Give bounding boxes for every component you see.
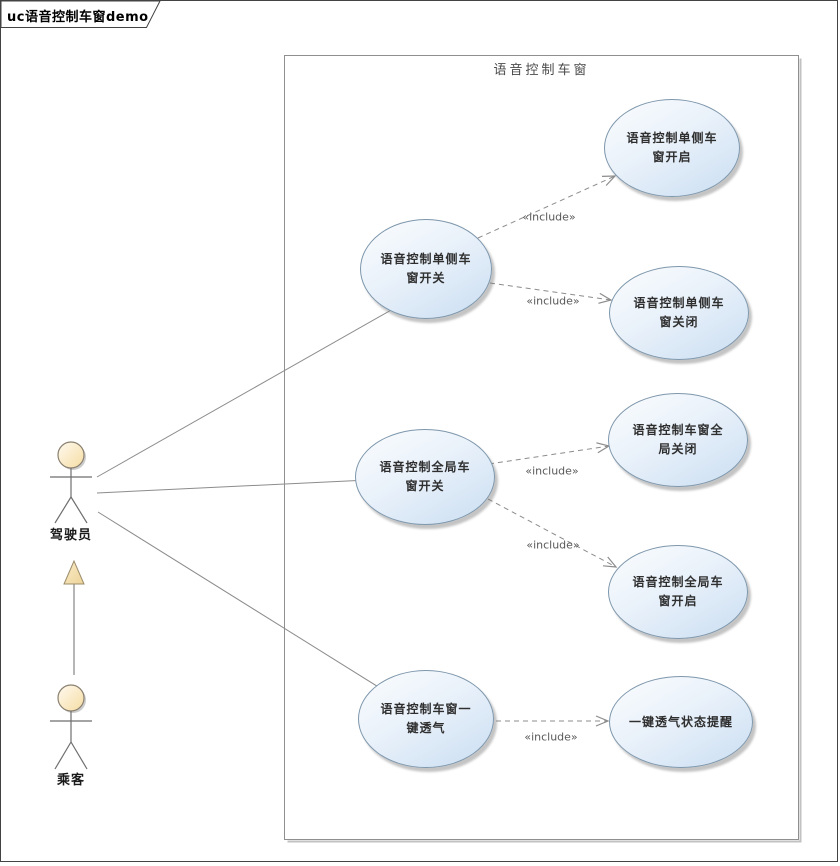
usecase-single-window-open[interactable]: 语音控制单侧车 窗开启 — [604, 99, 740, 197]
include-global-switch-open[interactable] — [487, 498, 618, 568]
frame-tab[interactable] — [0, 0, 161, 28]
include-connectors — [477, 175, 618, 727]
include-single-switch-close[interactable] — [489, 282, 613, 304]
usecase-label: 语音控制车窗全 局关闭 — [632, 423, 724, 456]
usecase-vent-status-remind[interactable]: 一键透气状态提醒 — [609, 676, 753, 768]
usecase-label: 语音控制单侧车 窗关闭 — [633, 296, 725, 329]
actor-passenger-label: 乘客 — [56, 773, 86, 788]
usecase-label: 一键透气状态提醒 — [628, 714, 733, 729]
generalization-arrowhead — [63, 559, 85, 585]
include-stereotype-label: «include» — [522, 210, 576, 224]
include-stereotype-label: «include» — [526, 538, 580, 552]
usecase-global-window-close[interactable]: 语音控制车窗全 局关闭 — [608, 393, 748, 487]
association-driver-single-switch[interactable] — [96, 304, 401, 478]
include-stereotype-label: «include» — [526, 294, 580, 308]
usecase-global-window-switch[interactable]: 语音控制全局车 窗开关 — [355, 429, 495, 525]
usecase-label: 语音控制全局车 窗开启 — [632, 575, 724, 608]
actor-passenger[interactable] — [50, 684, 92, 770]
include-stereotype-label: «include» — [525, 464, 579, 478]
usecase-one-key-vent[interactable]: 语音控制车窗一 键透气 — [358, 670, 494, 768]
include-global-switch-close[interactable] — [488, 442, 611, 465]
boundary-title: 语音控制车窗 — [493, 63, 590, 78]
include-stereotype-label: «include» — [524, 730, 578, 744]
usecase-label: 语音控制全局车 窗开关 — [379, 460, 471, 493]
include-single-switch-open[interactable] — [477, 175, 617, 239]
usecase-label: 语音控制单侧车 窗开关 — [380, 252, 472, 285]
usecase-global-window-open[interactable]: 语音控制全局车 窗开启 — [608, 545, 748, 639]
actor-driver[interactable] — [50, 441, 92, 524]
usecase-single-window-switch[interactable]: 语音控制单侧车 窗开关 — [360, 219, 492, 319]
generalization-passenger-driver[interactable] — [63, 559, 85, 675]
actor-body — [50, 468, 92, 524]
association-driver-one-key-vent[interactable] — [97, 511, 389, 694]
association-connectors — [96, 304, 401, 694]
association-driver-global-switch[interactable] — [96, 479, 369, 494]
usecase-single-window-close[interactable]: 语音控制单侧车 窗关闭 — [609, 266, 749, 360]
usecase-label: 语音控制车窗一 键透气 — [380, 702, 472, 735]
actor-body — [50, 711, 92, 770]
usecase-label: 语音控制单侧车 窗开启 — [626, 131, 718, 164]
actor-driver-label: 驾驶员 — [49, 528, 93, 543]
boundary-shadow — [287, 58, 802, 843]
diagram-tab-title: uc语音控制车窗demo — [7, 10, 149, 25]
